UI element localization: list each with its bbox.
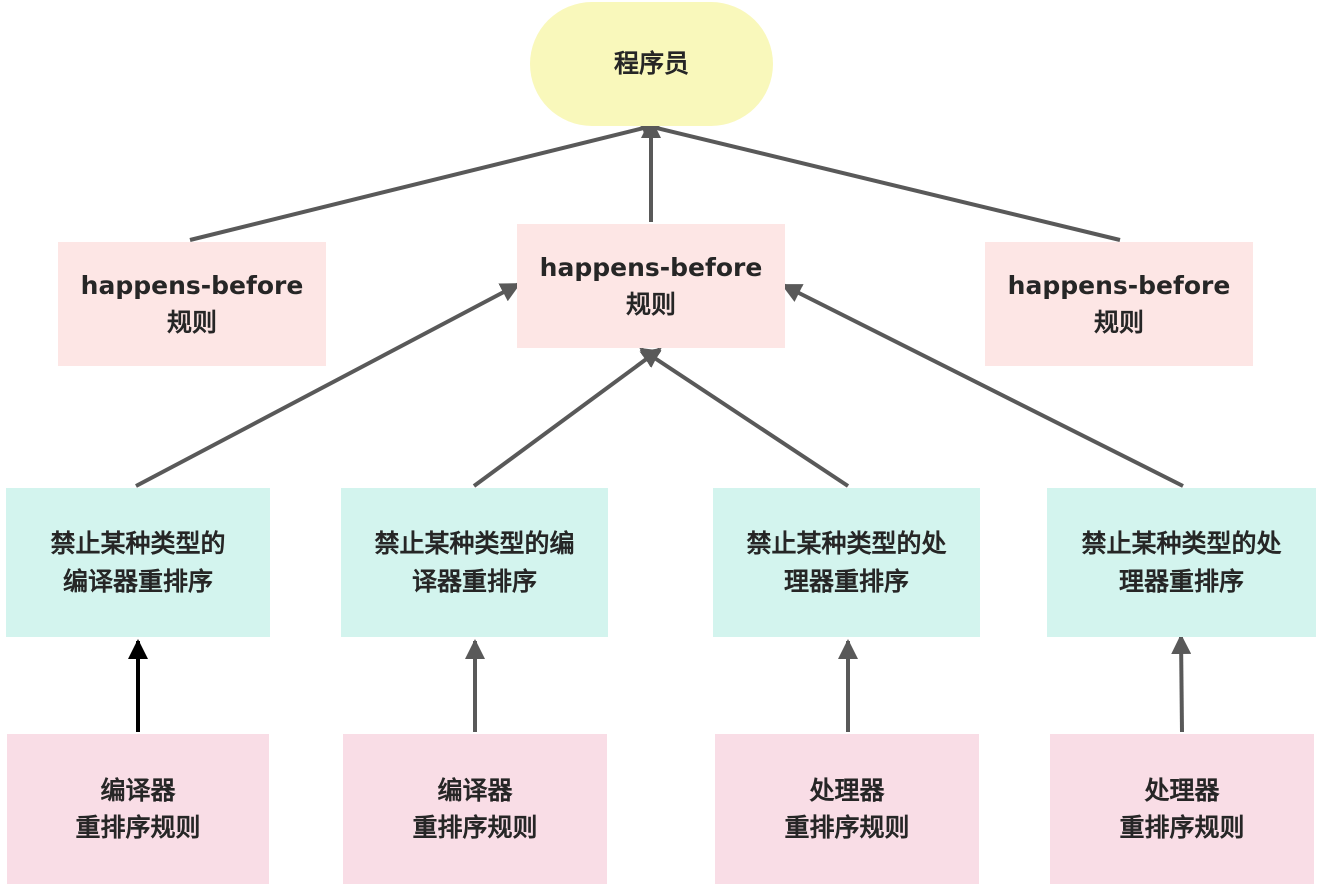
prohibit-processor-reorder-node-1: 禁止某种类型的处 理器重排序 bbox=[713, 488, 980, 637]
happens-before-label: happens-before bbox=[1007, 270, 1231, 300]
happens-before-label-rule: 规则 bbox=[625, 290, 676, 319]
programmer-label: 程序员 bbox=[613, 49, 689, 79]
happens-before-node-right: happens-before 规则 bbox=[985, 242, 1253, 366]
arrow-pro-3-to-hb-mid bbox=[639, 347, 850, 488]
happens-before-node-middle: happens-before 规则 bbox=[517, 224, 785, 348]
happens-before-label-rule: 规则 bbox=[166, 308, 217, 337]
prohibit-label-line-2: 理器重排序 bbox=[783, 566, 909, 596]
rule-label-line-2: 重排序规则 bbox=[1119, 813, 1245, 842]
prohibit-label-line-2: 编译器重排序 bbox=[62, 566, 213, 596]
happens-before-label-rule: 规则 bbox=[1093, 308, 1144, 337]
prohibit-compiler-reorder-node-2: 禁止某种类型的编 译器重排序 bbox=[341, 488, 608, 637]
programmer-node: 程序员 bbox=[530, 2, 773, 126]
arrow-hb-right-to-root bbox=[638, 118, 1121, 242]
rule-label-line-2: 重排序规则 bbox=[75, 813, 201, 842]
arrow-hb-left-to-root bbox=[189, 118, 662, 242]
rule-label-line-2: 重排序规则 bbox=[412, 813, 538, 842]
compiler-reorder-rules-node-2: 编译器 重排序规则 bbox=[343, 734, 607, 884]
arrow-pro-2-to-hb-mid bbox=[472, 347, 662, 488]
prohibit-label-line-1: 禁止某种类型的处 bbox=[746, 529, 947, 558]
prohibit-label-line-2: 译器重排序 bbox=[411, 566, 537, 596]
rule-label-line-2: 重排序规则 bbox=[784, 813, 910, 842]
compiler-reorder-rules-node-1: 编译器 重排序规则 bbox=[7, 734, 269, 884]
rule-label-line-1: 处理器 bbox=[1144, 775, 1220, 805]
happens-before-node-left: happens-before 规则 bbox=[58, 242, 326, 366]
rule-label-line-1: 编译器 bbox=[437, 775, 513, 805]
happens-before-label: happens-before bbox=[80, 270, 304, 300]
prohibit-label-line-1: 禁止某种类型的 bbox=[50, 529, 226, 558]
prohibit-label-line-2: 理器重排序 bbox=[1118, 566, 1244, 596]
arrow-rule-4-to-pro-4 bbox=[1171, 634, 1192, 733]
happens-before-label: happens-before bbox=[539, 252, 763, 282]
rule-label-line-1: 编译器 bbox=[100, 775, 176, 805]
processor-reorder-rules-node-1: 处理器 重排序规则 bbox=[715, 734, 979, 884]
rule-label-line-1: 处理器 bbox=[809, 775, 885, 805]
prohibit-processor-reorder-node-2: 禁止某种类型的处 理器重排序 bbox=[1047, 488, 1316, 637]
prohibit-label-line-1: 禁止某种类型的处 bbox=[1081, 529, 1282, 558]
prohibit-compiler-reorder-node-1: 禁止某种类型的 编译器重排序 bbox=[6, 488, 270, 637]
prohibit-label-line-1: 禁止某种类型的编 bbox=[374, 529, 575, 558]
processor-reorder-rules-node-2: 处理器 重排序规则 bbox=[1050, 734, 1314, 884]
